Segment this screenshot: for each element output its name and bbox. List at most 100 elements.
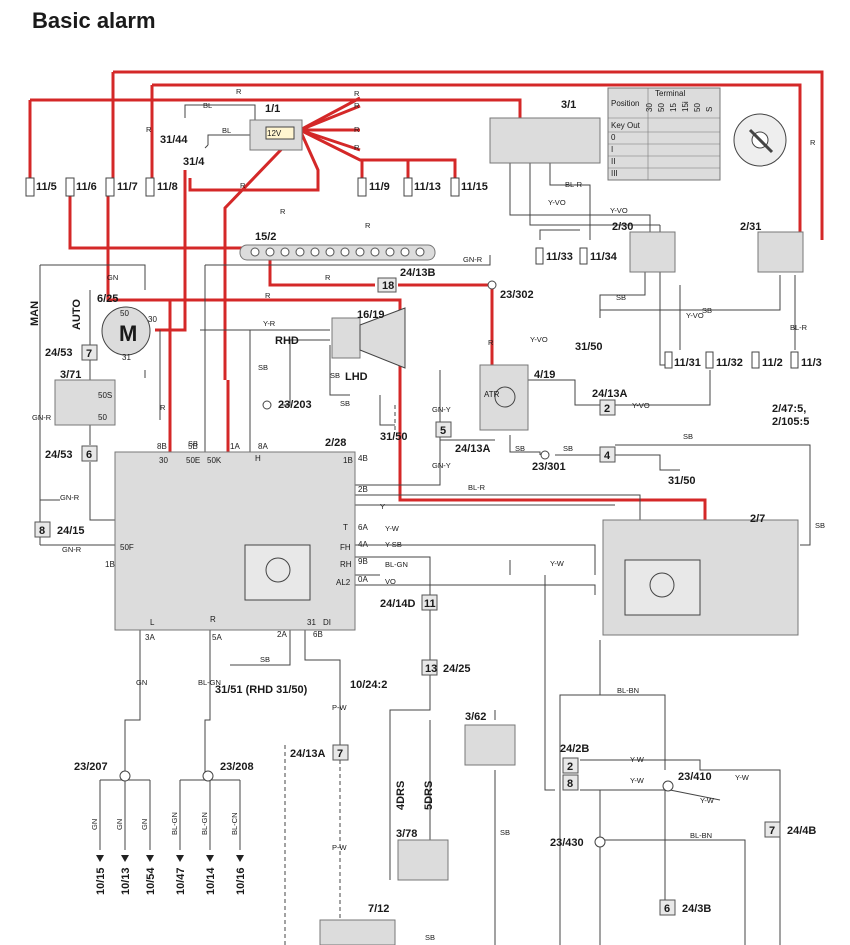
svg-text:Y-W: Y-W: [630, 755, 645, 764]
label-18: 18: [382, 280, 394, 292]
svg-text:Y-W: Y-W: [700, 796, 715, 805]
svg-text:BL-R: BL-R: [790, 323, 808, 332]
ignition-row-2: II: [611, 157, 615, 166]
svg-text:BL-CN: BL-CN: [230, 812, 239, 835]
svg-text:GN: GN: [140, 819, 149, 830]
svg-text:GN-R: GN-R: [32, 413, 52, 422]
svg-text:50: 50: [120, 309, 129, 318]
svg-text:R: R: [488, 338, 494, 347]
svg-text:Y-VO: Y-VO: [632, 401, 650, 410]
svg-text:10/16: 10/16: [235, 867, 247, 895]
label-7: 7: [86, 348, 92, 360]
splice-points: [119, 280, 674, 848]
svg-text:SB: SB: [258, 363, 268, 372]
label-3-62: 3/62: [465, 711, 486, 723]
ignition-col-s: S: [705, 107, 714, 112]
svg-text:GN-Y: GN-Y: [432, 461, 451, 470]
svg-text:AL2: AL2: [336, 578, 351, 587]
label-box-6b: 6: [664, 903, 670, 915]
connector-boxes: [34, 277, 781, 916]
svg-text:R: R: [365, 221, 371, 230]
svg-text:GN-R: GN-R: [62, 545, 82, 554]
svg-text:R: R: [810, 138, 816, 147]
label-24-3b: 24/3B: [682, 903, 711, 915]
svg-text:SB: SB: [702, 306, 712, 315]
label-3-1: 3/1: [561, 99, 576, 111]
label-6-25: 6/25: [97, 293, 118, 305]
label-5drs: 5DRS: [423, 781, 435, 810]
motor-icon: [101, 306, 151, 356]
svg-text:GN-Y: GN-Y: [432, 405, 451, 414]
ignition-col-15i: 15i: [681, 101, 690, 112]
bottom-wire-labels: GN GN GN BL-GN BL-GN BL-CN: [90, 812, 239, 835]
label-box-2b: 2: [567, 761, 573, 773]
switch-7-12: [319, 919, 396, 945]
module-2-28: [114, 451, 356, 631]
label-24-13a: 24/13A: [592, 388, 628, 400]
svg-text:4B: 4B: [358, 454, 368, 463]
svg-text:31: 31: [307, 618, 316, 627]
svg-text:Y-W: Y-W: [630, 776, 645, 785]
label-31-50c: 31/50: [668, 475, 696, 487]
svg-text:1A: 1A: [230, 442, 240, 451]
label-2-31: 2/31: [740, 221, 761, 233]
label-4-19: 4/19: [534, 369, 555, 381]
label-auto: AUTO: [71, 299, 83, 330]
svg-text:6B: 6B: [313, 630, 323, 639]
ignition-row-keyout: Key Out: [611, 121, 641, 130]
label-rhd: RHD: [275, 335, 299, 347]
svg-text:SB: SB: [188, 439, 198, 448]
svg-text:Y-W: Y-W: [385, 524, 400, 533]
label-lhd: LHD: [345, 371, 368, 383]
svg-text:5B: 5B: [188, 442, 198, 451]
switch-3-78: [397, 839, 449, 881]
ignition-row-1: I: [611, 145, 613, 154]
svg-text:8A: 8A: [258, 442, 268, 451]
svg-text:R: R: [240, 181, 246, 190]
switch-3-71: [54, 379, 116, 426]
transistor-icon: [494, 386, 516, 408]
svg-text:DI: DI: [323, 618, 331, 627]
connector-15-2-pins: [250, 247, 425, 257]
svg-text:Y-SB: Y-SB: [385, 540, 402, 549]
ignition-switch-box: [489, 117, 601, 164]
label-11-31: 11/31: [674, 357, 701, 369]
label-11-8: 11/8: [157, 181, 178, 193]
terminal-labels: 30 50 31 50S 50 8B 5B 30 50E 50K 1A 8A H…: [98, 309, 368, 642]
horn-16-19-box: [331, 317, 361, 359]
signal-wires: [39, 104, 811, 945]
svg-text:RH: RH: [340, 560, 352, 569]
svg-text:R: R: [354, 125, 360, 134]
svg-text:GN: GN: [136, 678, 147, 687]
svg-text:FH: FH: [340, 543, 351, 552]
label-4drs: 4DRS: [395, 781, 407, 810]
svg-text:Y-VO: Y-VO: [548, 198, 566, 207]
label-box-8: 8: [39, 525, 45, 537]
svg-text:SB: SB: [563, 444, 573, 453]
svg-text:50K: 50K: [207, 456, 222, 465]
label-24-13a-c: 24/13A: [290, 748, 326, 760]
svg-text:SB: SB: [500, 828, 510, 837]
svg-text:1B: 1B: [105, 560, 115, 569]
relay-2-30: [629, 231, 676, 273]
label-16-19: 16/19: [357, 309, 385, 321]
label-6: 6: [86, 449, 92, 461]
label-11-32: 11/32: [716, 357, 743, 369]
svg-text:SB: SB: [425, 933, 435, 942]
svg-text:SB: SB: [330, 371, 340, 380]
svg-text:Y-R: Y-R: [263, 319, 276, 328]
svg-text:SB: SB: [340, 399, 350, 408]
svg-text:5A: 5A: [212, 633, 222, 642]
svg-text:10/47: 10/47: [175, 867, 187, 895]
module-2-7-core: [624, 559, 701, 616]
svg-text:Y-VO: Y-VO: [530, 335, 548, 344]
label-23-207: 23/207: [74, 761, 108, 773]
output-arrows: [96, 855, 244, 862]
label-23-208: 23/208: [220, 761, 254, 773]
svg-text:BL-GN: BL-GN: [385, 560, 408, 569]
svg-text:SB: SB: [815, 521, 825, 530]
svg-text:R: R: [160, 403, 166, 412]
motor-letter: M: [119, 321, 137, 346]
svg-text:Y-W: Y-W: [735, 773, 750, 782]
label-1-1: 1/1: [265, 103, 280, 115]
